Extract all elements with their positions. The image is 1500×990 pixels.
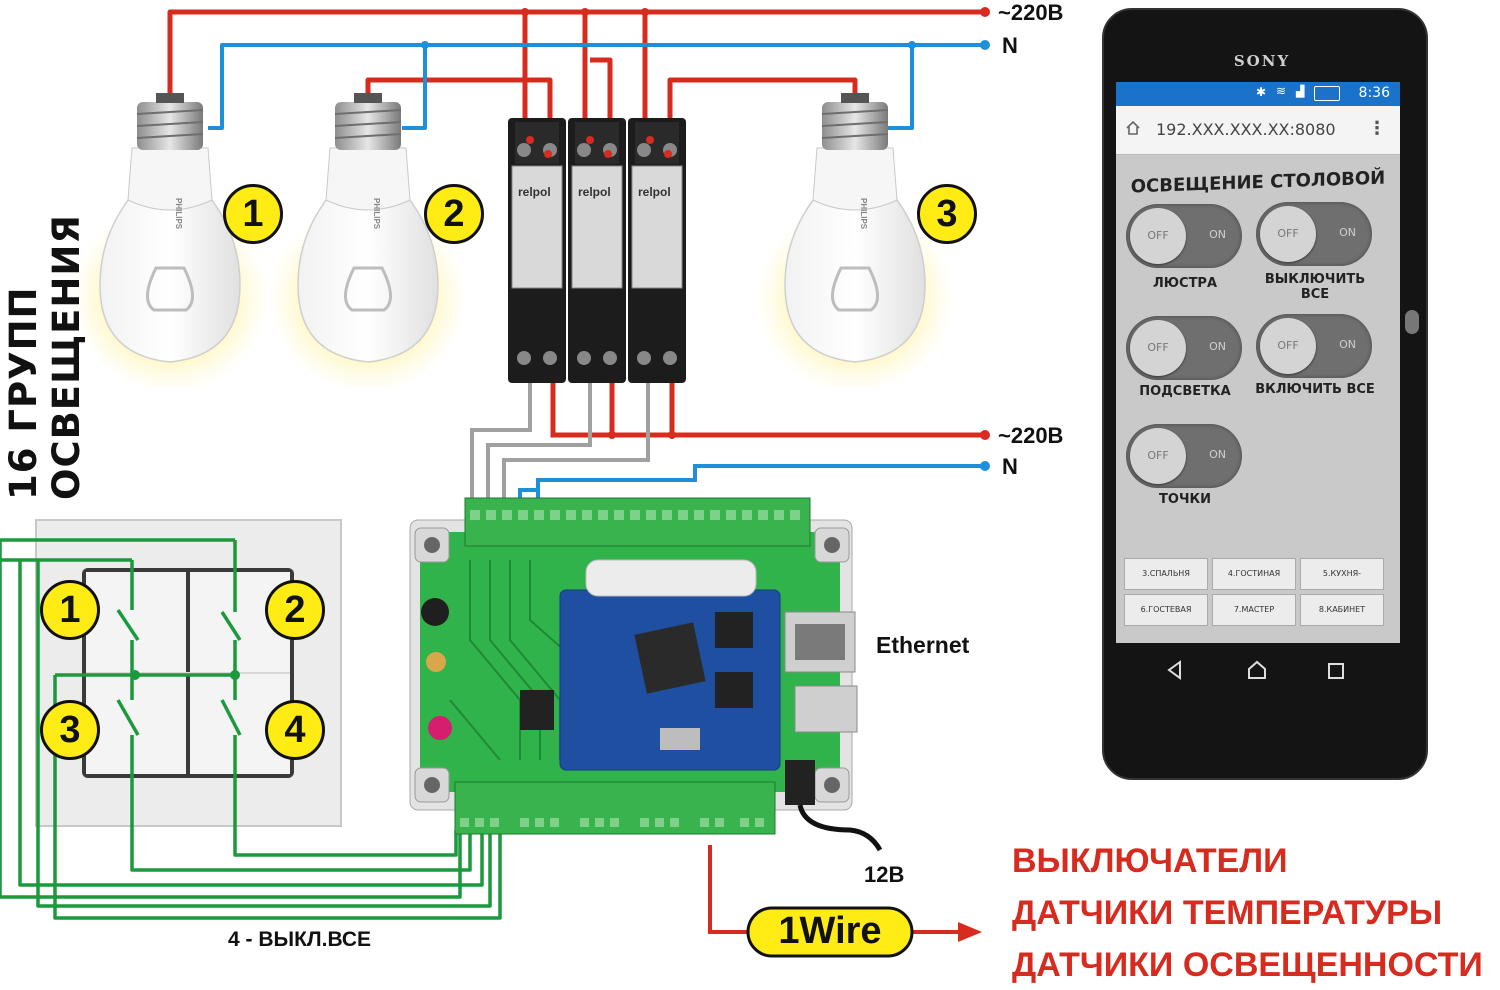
toggle-label: ПОДСВЕТКА [1139,384,1231,399]
toggle-backlight[interactable]: OFF ON [1126,316,1242,380]
onewire-label: 1Wire [778,910,882,952]
phase-wire-mid [550,380,985,438]
battery-icon [1314,86,1340,101]
room-tab[interactable]: 4.ГОСТИНАЯ [1212,558,1296,590]
toggle-label: ВЫКЛЮЧИТЬ ВСЕ [1264,272,1366,302]
toggle-all-off[interactable]: OFF ON [1256,202,1372,266]
room-tab[interactable]: 6.ГОСТЕВАЯ [1124,594,1208,626]
power-button[interactable] [1405,310,1419,334]
relay-control-wires [470,380,650,505]
home-icon[interactable] [1126,121,1140,135]
room-tab[interactable]: 7.МАСТЕР СПАЛЬНЯ [1212,594,1296,626]
back-icon[interactable] [1164,659,1186,681]
relay-1: relpol [508,118,566,383]
toggle-on-text: ON [1209,340,1226,353]
toggle-knob: OFF [1130,208,1186,264]
ethernet-label: Ethernet [876,632,970,658]
toggle-label: ВКЛЮЧИТЬ ВСЕ [1255,382,1375,397]
room-tab[interactable]: 8.КАБИНЕТ [1300,594,1384,626]
relay-2: relpol [568,118,626,383]
screen-title: ОСВЕЩЕНИЕ СТОЛОВОЙ [1130,167,1386,198]
toggle-knob: OFF [1130,320,1186,376]
home-nav-icon[interactable] [1246,659,1268,681]
all-off-note: 4 - ВЫКЛ.ВСЕ [228,928,371,951]
switch-key-badge: 4 [265,700,325,760]
toggle-all-on[interactable]: OFF ON [1256,314,1372,378]
relay-brand: relpol [638,185,671,199]
switch-key-badge: 1 [40,580,100,640]
onewire-line [708,845,960,934]
sensor-line-2: ДАТЧИКИ ТЕМПЕРАТУРЫ [1012,894,1443,932]
browser-address-bar[interactable]: 192.XXX.XXX.XX:8080 ⋮ [1116,106,1400,155]
lamp-2: PHILIPS [268,93,468,393]
lamp-brand: PHILIPS [174,198,183,230]
switch-key-badge: 2 [265,580,325,640]
toggle-label: ЛЮСТРА [1152,276,1218,291]
toggle-label: ТОЧКИ [1159,492,1211,507]
switch-contacts [116,609,242,736]
recent-apps-icon[interactable] [1326,661,1346,681]
menu-dots-icon[interactable]: ⋮ [1368,118,1386,139]
url-text[interactable]: 192.XXX.XXX.XX:8080 [1156,120,1336,139]
lamp-brand: PHILIPS [859,198,868,230]
wall-switch [35,519,342,827]
arrow-right-icon [958,922,982,942]
toggle-knob: OFF [1260,206,1316,262]
phone-screen: ✱ ≋ ▟ 8:36 192.XXX.XXX.XX:8080 ⋮ ОСВЕЩЕН… [1116,82,1400,643]
android-nav-bar [1116,643,1400,699]
toggle-spots[interactable]: OFF ON [1126,424,1242,488]
lamp-number-badge: 2 [424,184,484,244]
toggle-on-text: ON [1209,448,1226,461]
controller-board [409,497,883,852]
power-12v-label: 12В [864,862,905,887]
lamp-1: PHILIPS [70,93,270,393]
sensor-line-3: ДАТЧИКИ ОСВЕЩЕННОСТИ [1012,946,1483,984]
toggle-on-text: ON [1209,228,1226,241]
switch-key-badge: 3 [40,700,100,760]
toggle-knob: OFF [1130,428,1186,484]
lamp-brand: PHILIPS [372,198,381,230]
relay-block: relpol relpol relpol [508,118,686,383]
toggle-on-text: ON [1339,338,1356,351]
relay-3: relpol [628,118,686,383]
switch-signal-wires [0,538,502,920]
room-tab[interactable]: 5.КУХНЯ-СТОЛОВАЯ [1300,558,1384,590]
neutral-label-top: N [1002,33,1018,58]
phase-label-top: ~220В [998,0,1064,25]
phone-brand: SONY [1233,52,1291,70]
status-bar: ✱ ≋ ▟ 8:36 [1116,82,1400,106]
signal-icon: ▟ [1296,85,1305,98]
wifi-icon: ≋ [1276,84,1287,98]
relay-brand: relpol [518,185,551,199]
toggle-knob: OFF [1260,318,1316,374]
status-time: 8:36 [1358,85,1390,101]
toggle-chandelier[interactable]: OFF ON [1126,204,1242,268]
onewire-badge [746,906,914,958]
relay-brand: relpol [578,185,611,199]
phase-label-mid: ~220В [998,423,1064,448]
lamp-3: PHILIPS [755,93,955,393]
neutral-wire-top [208,43,985,130]
sensor-line-1: ВЫКЛЮЧАТЕЛИ [1012,842,1288,880]
page-title: 16 ГРУПП ОСВЕЩЕНИЯ [2,214,88,500]
lamp-number-badge: 3 [917,184,977,244]
lamp-number-badge: 1 [223,184,283,244]
neutral-label-mid: N [1002,454,1018,479]
toggle-on-text: ON [1339,226,1356,239]
bluetooth-icon: ✱ [1256,85,1267,99]
room-tab[interactable]: 3.СПАЛЬНЯ [1124,558,1208,590]
